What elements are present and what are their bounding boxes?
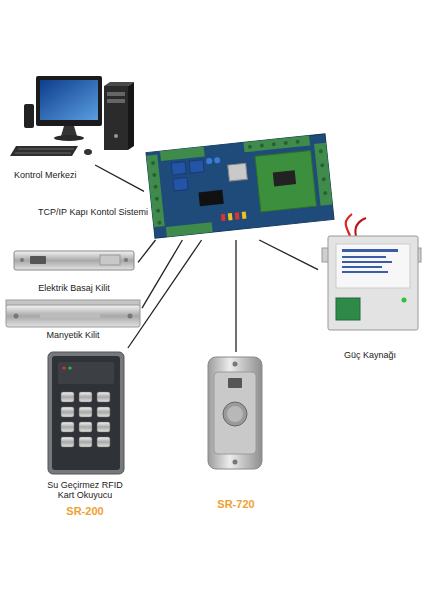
device-node: SR-720 bbox=[196, 352, 276, 512]
device-caption: Su Geçirmez RFID Kart Okuyucu bbox=[41, 480, 129, 501]
model-label: SR-200 bbox=[30, 505, 140, 518]
exit-button-illustration bbox=[208, 357, 262, 469]
device-caption: Elektrik Basaj Kilit bbox=[10, 283, 138, 293]
device-node: Elektrik Basaj Kilit bbox=[10, 248, 138, 296]
computer-illustration bbox=[10, 76, 134, 156]
device-node: Manyetik Kilit bbox=[4, 298, 142, 344]
electric-strike-illustration bbox=[14, 251, 134, 270]
connector-line bbox=[128, 240, 202, 348]
rfid-reader-illustration bbox=[48, 352, 124, 474]
device-node: TCP/IP Kapı Kontol Sistemi bbox=[144, 132, 336, 240]
device-node: Su Geçirmez RFID Kart OkuyucuSR-200 bbox=[30, 348, 140, 524]
power-supply-illustration bbox=[322, 214, 421, 330]
device-caption: TCP/IP Kapı Kontol Sistemi bbox=[38, 207, 148, 217]
controller-board-illustration bbox=[146, 134, 334, 238]
connector-line bbox=[235, 240, 236, 352]
device-caption: Güç Kaynağı bbox=[318, 350, 422, 360]
device-node: Kontrol Merkezi bbox=[8, 72, 140, 165]
magnetic-lock-illustration bbox=[6, 300, 140, 327]
device-node: Güç Kaynağı bbox=[318, 222, 422, 362]
connector-line bbox=[95, 165, 144, 191]
connector-line bbox=[138, 240, 156, 262]
connector-line bbox=[259, 240, 318, 270]
model-label: SR-720 bbox=[196, 498, 276, 511]
device-caption: Manyetik Kilit bbox=[4, 330, 142, 340]
device-caption: Kontrol Merkezi bbox=[14, 170, 77, 180]
